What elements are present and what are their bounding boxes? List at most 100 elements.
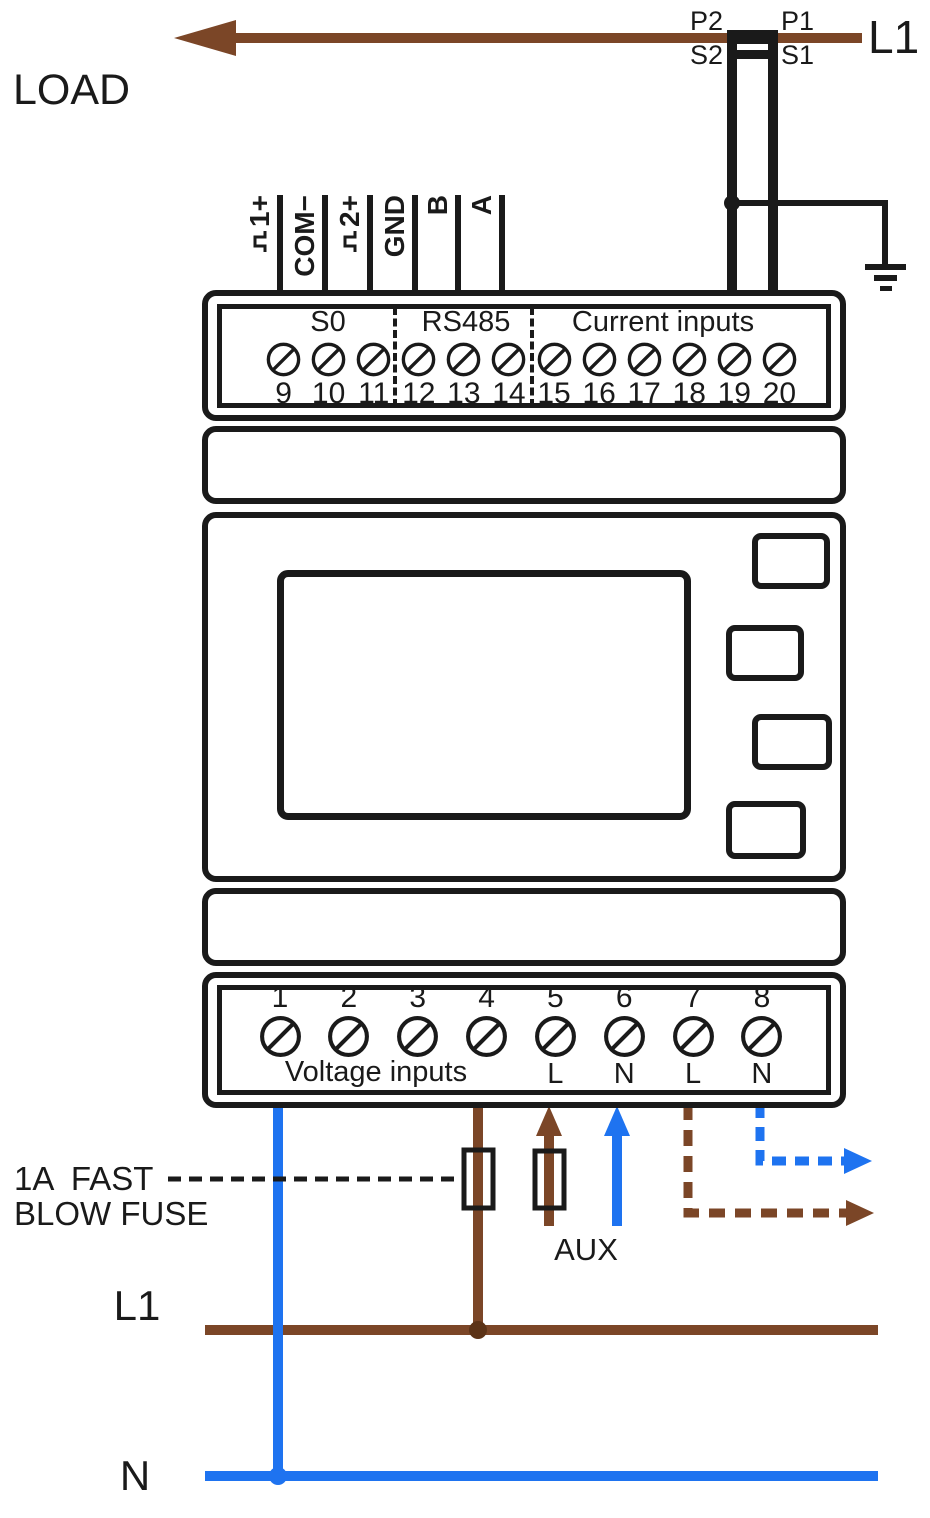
terminal-number: 6 bbox=[615, 981, 633, 1014]
terminal-number: 4 bbox=[478, 981, 495, 1014]
meter-button-3 bbox=[752, 714, 832, 770]
screw-terminal-icon bbox=[447, 342, 481, 377]
screw-terminal-icon bbox=[672, 1016, 714, 1057]
signal-label-gnd: GND bbox=[377, 195, 413, 315]
meter-button-1 bbox=[752, 533, 830, 589]
meter-lower-band bbox=[202, 888, 846, 966]
ct-p2-label: P2 bbox=[690, 6, 724, 36]
aux-label: AUX bbox=[554, 1232, 618, 1267]
screw-terminal-icon bbox=[311, 342, 346, 377]
terminal-1: 1 bbox=[251, 982, 309, 1089]
fuse-note-line2: BLOW FUSE bbox=[14, 1195, 209, 1232]
lcd-display bbox=[277, 570, 691, 820]
screw-terminal-icon bbox=[762, 342, 797, 377]
terminal-number: 3 bbox=[409, 981, 427, 1014]
l1-bus-wire bbox=[205, 1325, 878, 1335]
terminal-number: 10 bbox=[311, 377, 346, 410]
ct-s1-label: S1 bbox=[781, 40, 815, 70]
terminal-number: 8 bbox=[753, 981, 771, 1014]
terminal-number: 20 bbox=[762, 377, 797, 410]
terminal-number: 11 bbox=[358, 377, 390, 410]
terminal-17: 17 bbox=[622, 341, 667, 410]
screw-terminal-icon bbox=[603, 1016, 645, 1057]
screw-terminal-icon bbox=[259, 1016, 301, 1057]
terminal-label: L bbox=[684, 1058, 702, 1090]
top-terminal-strip: 9 10 11 12 13 14 15 16 17 18 19 20 bbox=[261, 341, 802, 410]
screw-terminal-icon bbox=[534, 1016, 576, 1057]
junction-dot bbox=[469, 1321, 487, 1339]
signal-wires bbox=[277, 195, 505, 294]
terminal-number: 1 bbox=[271, 981, 289, 1014]
screw-terminal-icon bbox=[266, 342, 301, 377]
fuse-note-line1: 1A FAST bbox=[14, 1160, 154, 1197]
terminal-number: 18 bbox=[672, 377, 706, 410]
signal-label-pulse1: 1+ bbox=[242, 195, 278, 315]
meter-bottom-terminal-inner bbox=[217, 985, 831, 1095]
screw-terminal-icon bbox=[401, 342, 436, 377]
terminal-number: 15 bbox=[537, 377, 571, 410]
terminal-number: 19 bbox=[717, 377, 751, 410]
terminal-label: L bbox=[547, 1058, 564, 1090]
section-label-rs485: RS485 bbox=[421, 306, 511, 338]
terminal-number: 14 bbox=[492, 377, 526, 410]
screw-terminal-icon bbox=[717, 342, 752, 377]
terminal-16: 16 bbox=[577, 341, 622, 410]
junction-dot bbox=[269, 1467, 287, 1485]
signal-label-b: B bbox=[420, 195, 456, 315]
meter-button-4 bbox=[726, 801, 806, 859]
terminal-number: 13 bbox=[447, 377, 481, 410]
fuse-symbol bbox=[461, 1147, 496, 1211]
l1-top-label: L1 bbox=[868, 11, 920, 63]
terminal-12: 12 bbox=[396, 341, 441, 410]
terminal-14: 14 bbox=[486, 341, 531, 410]
screw-terminal-icon bbox=[466, 1016, 507, 1057]
section-divider bbox=[393, 307, 397, 407]
terminal-label: N bbox=[751, 1058, 773, 1090]
up-arrowhead-icon bbox=[536, 1106, 562, 1136]
terminal-number: 2 bbox=[340, 981, 358, 1014]
terminal-9: 9 bbox=[261, 341, 306, 410]
screw-terminal-icon bbox=[627, 342, 661, 377]
terminal-number: 5 bbox=[547, 981, 564, 1014]
aux-n-wire bbox=[604, 1106, 630, 1226]
terminal-3: 3 bbox=[389, 982, 447, 1089]
terminal-number: 17 bbox=[627, 377, 661, 410]
voltage-inputs-label: Voltage inputs bbox=[284, 1056, 468, 1088]
terminal-number: 9 bbox=[275, 377, 292, 410]
l-out-dashed-wire bbox=[683, 1104, 874, 1226]
terminal-19: 19 bbox=[712, 341, 757, 410]
l1-top-wire bbox=[174, 20, 862, 56]
aux-l-wire bbox=[532, 1106, 567, 1226]
screw-terminal-icon bbox=[537, 342, 571, 377]
pulse-icon bbox=[343, 230, 356, 252]
fuse-symbol bbox=[532, 1148, 567, 1211]
screw-terminal-icon bbox=[672, 342, 707, 377]
section-label-current-inputs: Current inputs bbox=[571, 306, 755, 338]
signal-label-a: A bbox=[464, 195, 500, 315]
ct-p1-label: P1 bbox=[781, 6, 815, 36]
screw-terminal-icon bbox=[328, 1016, 370, 1057]
signal-label-com: COM− bbox=[287, 195, 323, 315]
ct-s2-label: S2 bbox=[690, 40, 724, 70]
terminal-20: 20 bbox=[757, 341, 802, 410]
right-arrowhead-icon bbox=[846, 1200, 874, 1226]
current-transformer-icon bbox=[727, 30, 778, 292]
n-out-dashed-wire bbox=[755, 1104, 872, 1174]
pulse-icon bbox=[253, 230, 266, 252]
screw-terminal-icon bbox=[397, 1016, 439, 1057]
voltage-input-wire bbox=[473, 1104, 483, 1336]
terminal-number: 16 bbox=[582, 377, 616, 410]
load-arrowhead-icon bbox=[174, 20, 236, 56]
terminal-number: 12 bbox=[402, 377, 436, 410]
terminal-18: 18 bbox=[667, 341, 712, 410]
terminal-10: 10 bbox=[306, 341, 351, 410]
signal-label-text: 2+ bbox=[334, 195, 365, 227]
n-bus-wire bbox=[205, 1471, 878, 1481]
signal-label-pulse2: 2+ bbox=[332, 195, 368, 315]
l1-bus-label: L1 bbox=[113, 1282, 161, 1329]
junction-dot bbox=[724, 195, 740, 211]
